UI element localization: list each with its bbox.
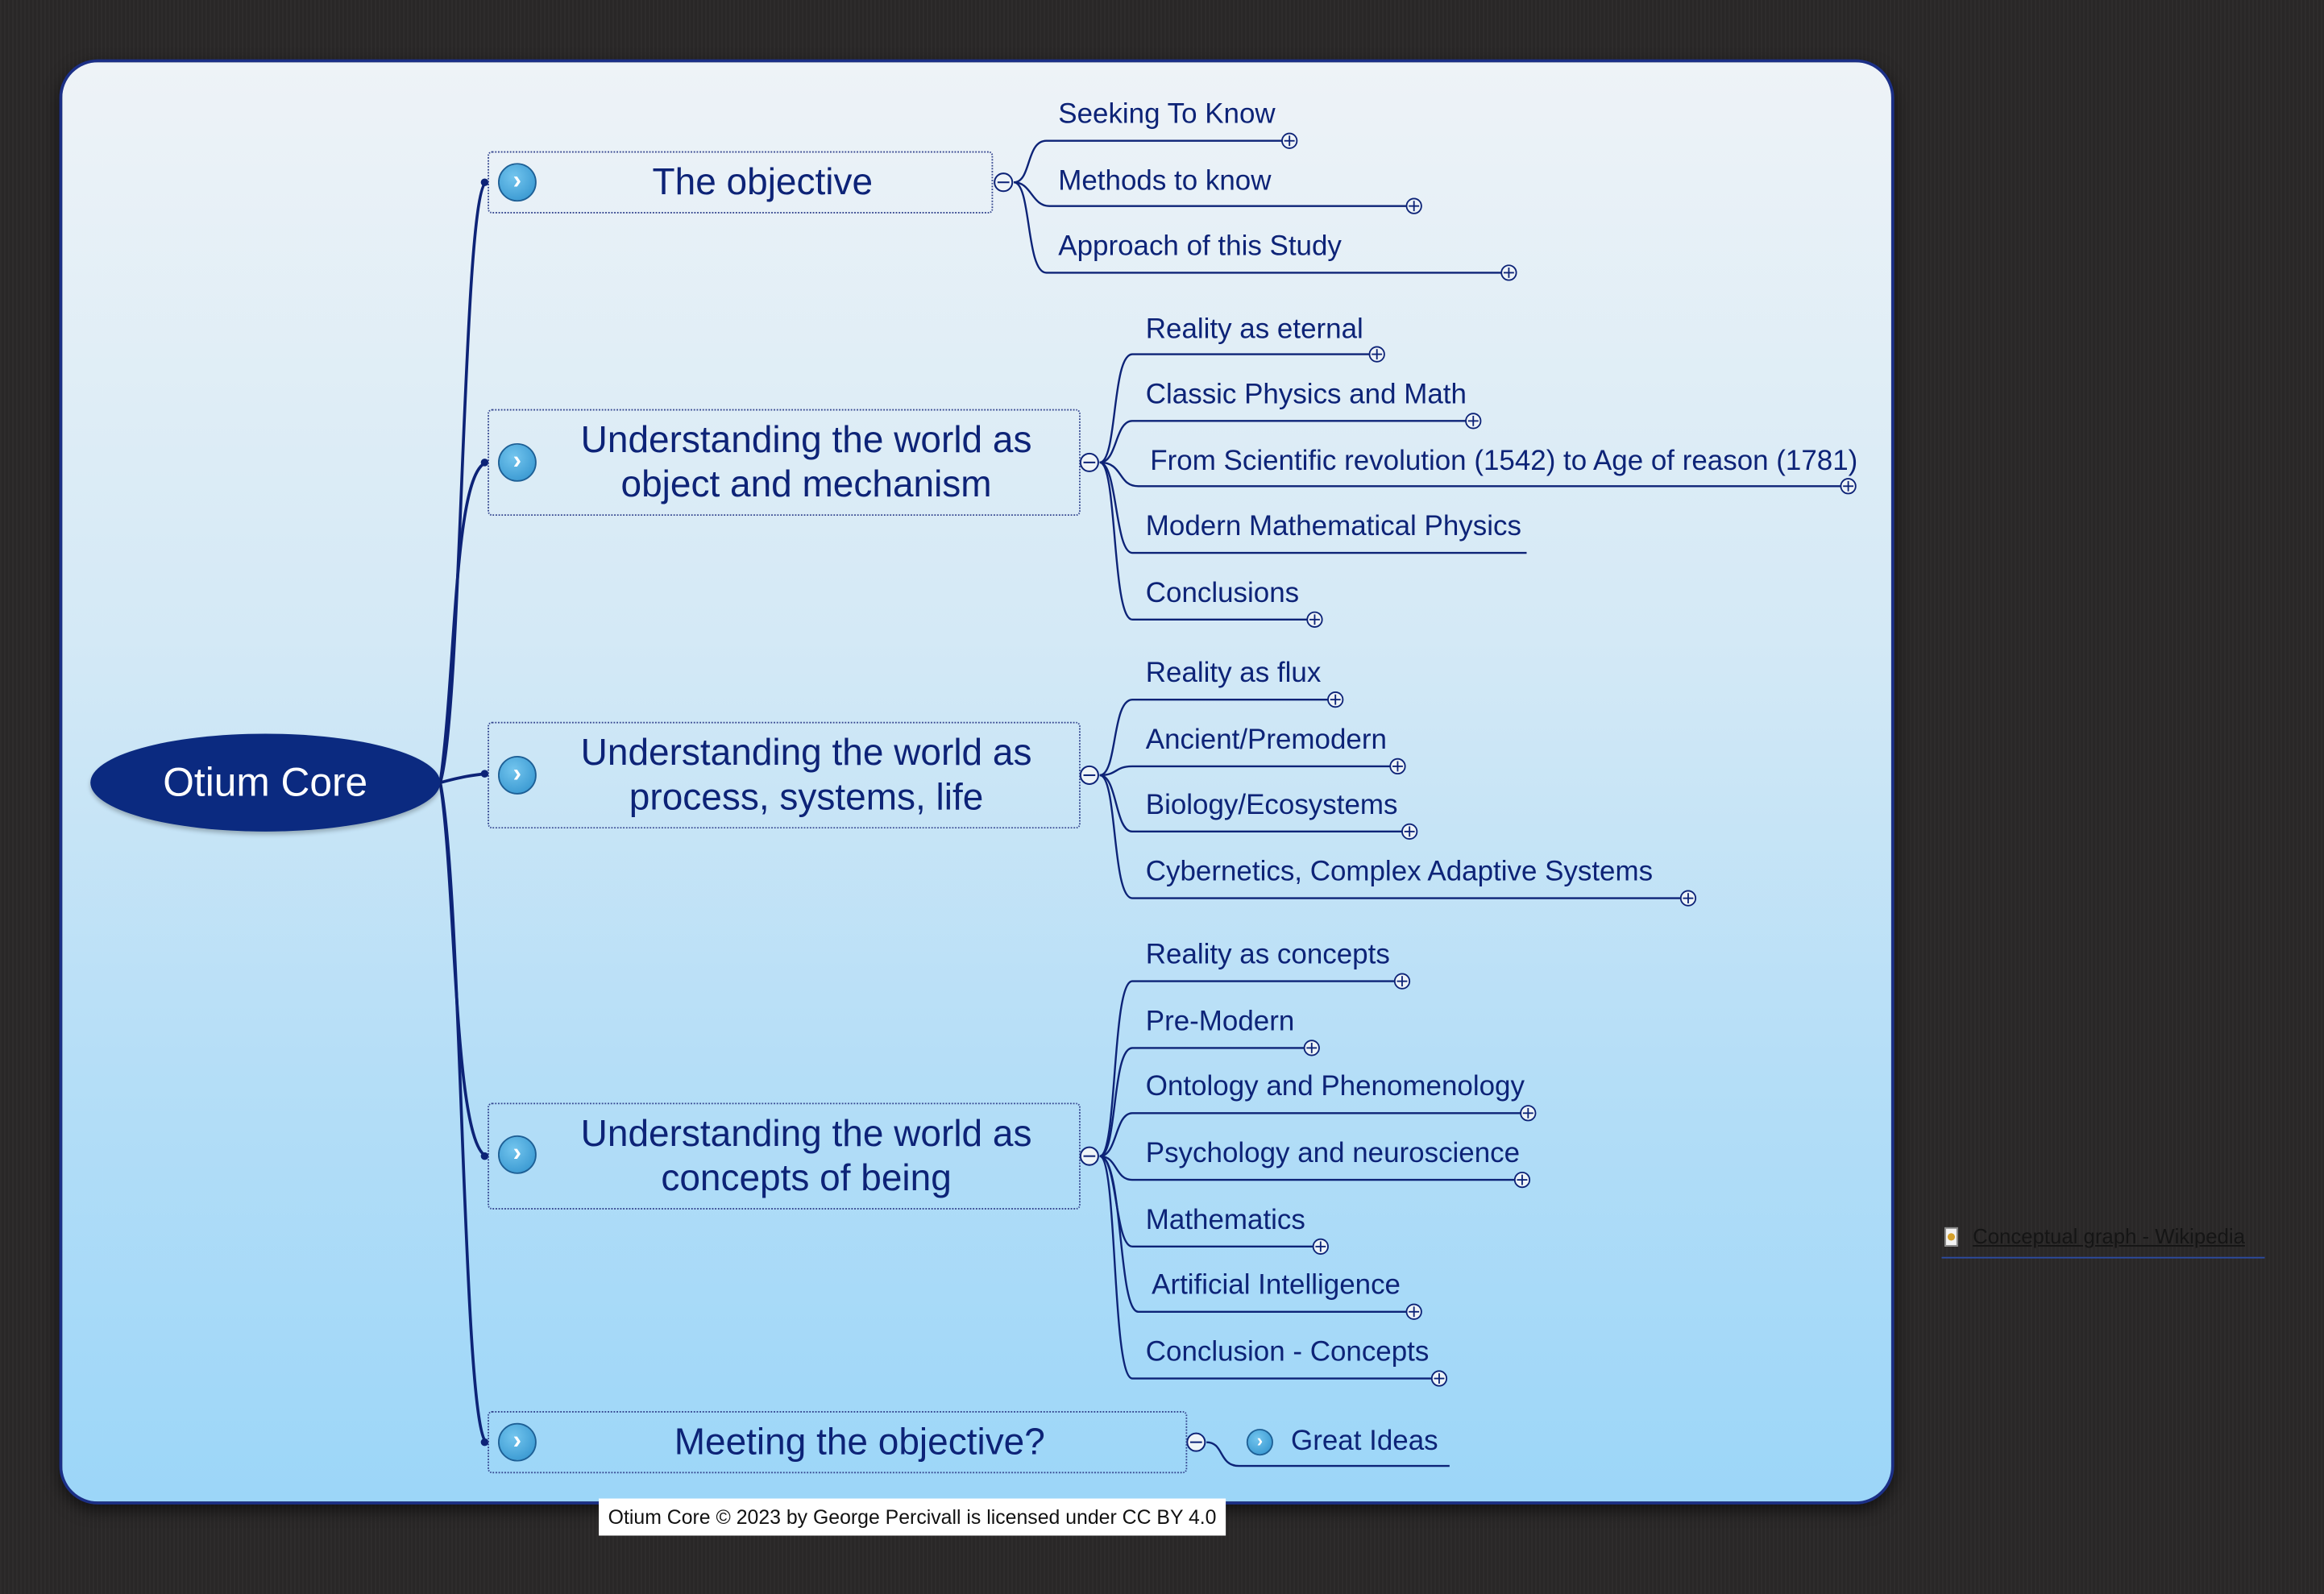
subtopic-modern-mathematical-physics[interactable]: Modern Mathematical Physics xyxy=(1145,511,1521,543)
subtopic-artificial-intelligence[interactable]: Artificial Intelligence xyxy=(1152,1270,1401,1301)
topic-label: Understanding the world as object and me… xyxy=(580,419,1032,506)
collapse-circle-icon xyxy=(994,172,1206,1452)
chevron-right-circle-icon[interactable]: › xyxy=(498,1135,537,1174)
expand-circle-icon xyxy=(1281,132,1857,1387)
topic-label: Meeting the objective? xyxy=(674,1421,1045,1463)
subtopic-cybernetics[interactable]: Cybernetics, Complex Adaptive Systems xyxy=(1145,857,1654,888)
topic-meeting-the-objective[interactable]: Meeting the objective? xyxy=(488,1411,1188,1474)
license-footer: Otium Core © 2023 by George Percivall is… xyxy=(599,1498,1226,1536)
root-node[interactable]: Otium Core xyxy=(90,733,441,832)
subtopic-ancient-premodern[interactable]: Ancient/Premodern xyxy=(1145,724,1387,757)
topic-label: Understanding the world as concepts of b… xyxy=(580,1113,1032,1199)
chevron-right-circle-icon[interactable]: › xyxy=(498,756,537,795)
chevron-right-circle-icon[interactable]: › xyxy=(498,1422,537,1462)
subtopic-scientific-revolution[interactable]: From Scientific revolution (1542) to Age… xyxy=(1150,446,1858,478)
topic-concepts-of-being[interactable]: Understanding the world as concepts of b… xyxy=(488,1102,1081,1210)
subtopic-conclusion-concepts[interactable]: Conclusion - Concepts xyxy=(1145,1337,1430,1368)
chevron-right-circle-icon[interactable]: › xyxy=(498,163,537,202)
subtopic-reality-as-eternal[interactable]: Reality as eternal xyxy=(1145,313,1363,346)
conceptual-graph-link-text[interactable]: Conceptual graph - Wikipedia xyxy=(1973,1224,2245,1248)
subtopic-reality-as-flux[interactable]: Reality as flux xyxy=(1145,658,1322,690)
conceptual-graph-link[interactable]: Conceptual graph - Wikipedia xyxy=(1941,1224,2265,1259)
chevron-right-circle-icon[interactable]: › xyxy=(498,442,537,482)
subtopic-psychology-and-neuroscience[interactable]: Psychology and neuroscience xyxy=(1145,1138,1521,1170)
topic-the-objective[interactable]: The objective xyxy=(488,151,994,214)
subtopic-biology-ecosystems[interactable]: Biology/Ecosystems xyxy=(1145,790,1398,821)
topic-label: Understanding the world as process, syst… xyxy=(580,732,1032,819)
subtopic-conclusions[interactable]: Conclusions xyxy=(1145,578,1300,609)
subtopic-great-ideas[interactable]: Great Ideas xyxy=(1291,1426,1438,1458)
subtopic-classic-physics-and-math[interactable]: Classic Physics and Math xyxy=(1145,379,1467,411)
subtopic-mathematics[interactable]: Mathematics xyxy=(1145,1205,1305,1236)
document-icon xyxy=(1944,1227,1958,1247)
topic-label: The objective xyxy=(652,161,874,203)
subtopic-pre-modern[interactable]: Pre-Modern xyxy=(1145,1006,1295,1038)
subtopic-reality-as-concepts[interactable]: Reality as concepts xyxy=(1145,940,1390,971)
subtopic-approach-of-this-study[interactable]: Approach of this Study xyxy=(1058,230,1342,263)
chevron-right-circle-icon[interactable]: › xyxy=(1246,1429,1273,1456)
subtopic-methods-to-know[interactable]: Methods to know xyxy=(1058,166,1272,197)
topic-process-systems-life[interactable]: Understanding the world as process, syst… xyxy=(488,721,1081,829)
topic-object-and-mechanism[interactable]: Understanding the world as object and me… xyxy=(488,409,1081,517)
subtopic-seeking-to-know[interactable]: Seeking To Know xyxy=(1058,99,1276,131)
subtopic-ontology-and-phenomenology[interactable]: Ontology and Phenomenology xyxy=(1145,1071,1525,1103)
